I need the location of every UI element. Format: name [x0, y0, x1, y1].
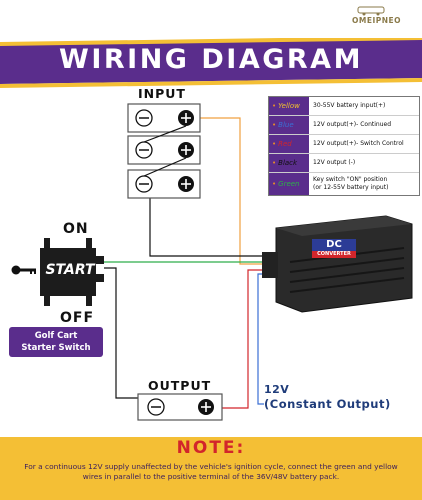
legend-row-black: •Black 12V output (-) — [269, 154, 419, 173]
dot-icon: • — [272, 159, 277, 167]
legend-description: Key switch "ON" position — [313, 176, 388, 183]
note-band — [0, 437, 422, 500]
switch-off-label: OFF — [60, 310, 95, 326]
legend-description: 12V output(+)- Continued — [313, 121, 392, 128]
wire-color-legend: •Yellow 30-55V battery input(+) •Blue 12… — [268, 96, 420, 196]
legend-color-name: Green — [278, 180, 300, 188]
input-battery-terminals — [127, 103, 201, 199]
wire-black-output — [104, 267, 150, 399]
legend-description: 12V output (-) — [313, 159, 356, 166]
legend-description: 30-55V battery input(+) — [313, 102, 386, 109]
dot-icon: • — [272, 121, 277, 129]
wire-red — [214, 269, 262, 409]
switch-caption: Golf Cart Starter Switch — [9, 327, 103, 357]
header-band — [0, 38, 422, 88]
legend-color-name: Red — [278, 140, 292, 148]
wires — [104, 117, 264, 409]
input-label: INPUT — [138, 86, 186, 101]
note-title: NOTE: — [176, 438, 246, 458]
output-label: OUTPUT — [148, 378, 212, 393]
dot-icon: • — [272, 102, 277, 110]
key-icon — [11, 265, 21, 275]
note-text: For a continuous 12V supply unaffected b… — [24, 462, 398, 481]
legend-row-yellow: •Yellow 30-55V battery input(+) — [269, 97, 419, 116]
starter-switch — [11, 238, 104, 306]
legend-color-name: Black — [278, 159, 298, 167]
dot-icon: • — [272, 180, 277, 188]
output-voltage: 12V — [264, 383, 290, 396]
switch-caption-line2: Starter Switch — [21, 343, 91, 353]
dc-converter — [262, 215, 413, 313]
legend-description: 12V output(+)- Switch Control — [313, 140, 404, 147]
legend-row-blue: •Blue 12V output(+)- Continued — [269, 116, 419, 135]
dot-icon: • — [272, 140, 277, 148]
page-title: WIRING DIAGRAM — [59, 44, 363, 75]
converter-sub-label: CONVERTER — [312, 251, 356, 258]
wire-yellow — [190, 117, 262, 265]
wire-blue — [257, 273, 264, 405]
legend-row-green: •Green Key switch "ON" position (or 12-5… — [269, 173, 419, 195]
switch-caption-line1: Golf Cart — [34, 331, 78, 341]
brand-name: OMEIPNEO — [352, 16, 402, 25]
switch-on-label: ON — [63, 221, 89, 237]
output-voltage-sub: (Constant Output) — [264, 397, 391, 411]
wire-black — [149, 188, 262, 257]
legend-color-name: Yellow — [278, 102, 300, 110]
legend-color-name: Blue — [278, 121, 294, 129]
legend-description: (or 12-55V battery input) — [313, 184, 389, 191]
switch-start-label: START — [45, 262, 95, 278]
output-battery-terminals — [137, 393, 223, 421]
legend-row-red: •Red 12V output(+)- Switch Control — [269, 135, 419, 154]
brand-logo-icon — [357, 6, 385, 16]
